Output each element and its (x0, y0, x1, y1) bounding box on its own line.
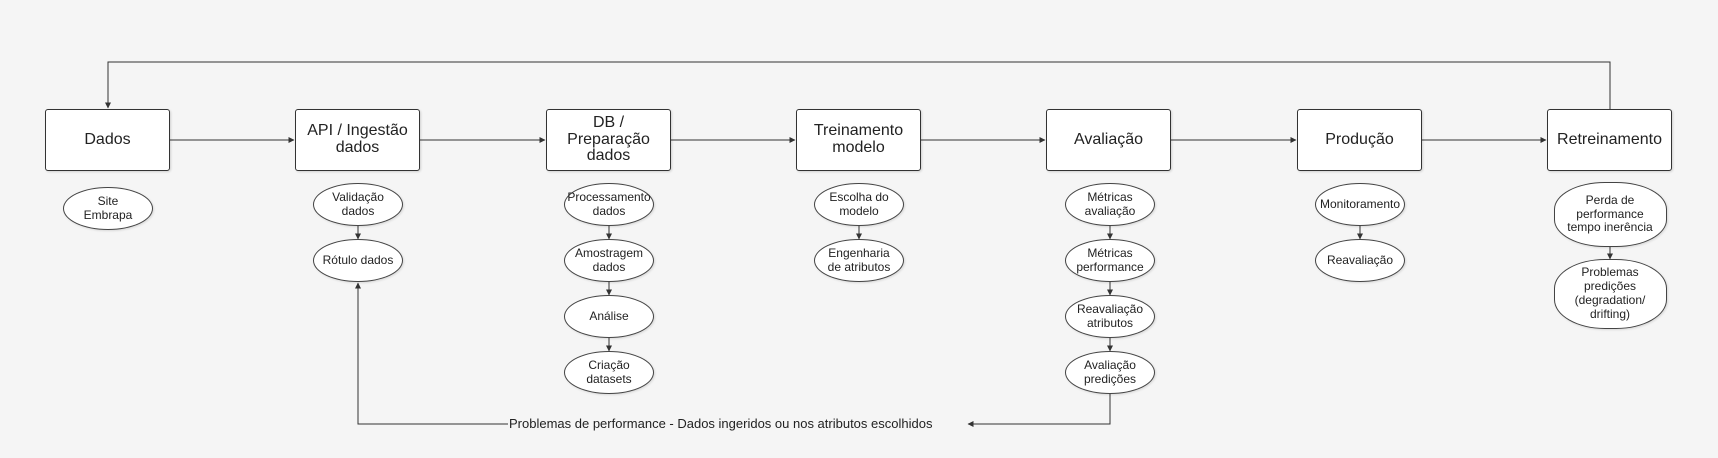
substep-retreino-2[interactable]: Problemas predições (degradation/ drifti… (1553, 259, 1667, 329)
stage-retreino[interactable]: Retreinamento (1547, 109, 1672, 171)
substep-avaliacao-4[interactable]: Avaliação predições (1065, 351, 1155, 394)
arrow-retraining-loop (105, 61, 1611, 109)
substep-api-2[interactable]: Rótulo dados (313, 239, 403, 282)
arrow-feedback-to-label (967, 394, 1111, 427)
feedback-loop-label: Problemas de performance - Dados ingerid… (508, 416, 934, 431)
substep-db-1[interactable]: Processamento dados (564, 183, 654, 226)
substep-db-3[interactable]: Análise (564, 295, 654, 338)
stage-treino[interactable]: Treinamento modelo (796, 109, 921, 171)
arrow-feedback-up (355, 282, 508, 425)
substep-avaliacao-3[interactable]: Reavaliação atributos (1065, 295, 1155, 338)
substep-treino-2[interactable]: Engenharia de atributos (814, 239, 904, 282)
stage-avaliacao[interactable]: Avaliação (1046, 109, 1171, 171)
substep-db-2[interactable]: Amostragem dados (564, 239, 654, 282)
substep-producao-2[interactable]: Reavaliação (1315, 239, 1405, 282)
substep-avaliacao-1[interactable]: Métricas avaliação (1065, 183, 1155, 226)
substep-treino-1[interactable]: Escolha do modelo (814, 183, 904, 226)
stage-api[interactable]: API / Ingestão dados (295, 109, 420, 171)
stage-dados[interactable]: Dados (45, 109, 170, 171)
substep-avaliacao-2[interactable]: Métricas performance (1065, 239, 1155, 282)
substep-producao-1[interactable]: Monitoramento (1315, 183, 1405, 226)
substep-dados-1[interactable]: Site Embrapa (63, 187, 153, 230)
stage-db[interactable]: DB / Preparação dados (546, 109, 671, 171)
substep-retreino-1[interactable]: Perda de performance tempo inerência (1553, 182, 1667, 247)
substep-db-4[interactable]: Criação datasets (564, 351, 654, 394)
stage-producao[interactable]: Produção (1297, 109, 1422, 171)
substep-api-1[interactable]: Validação dados (313, 183, 403, 226)
